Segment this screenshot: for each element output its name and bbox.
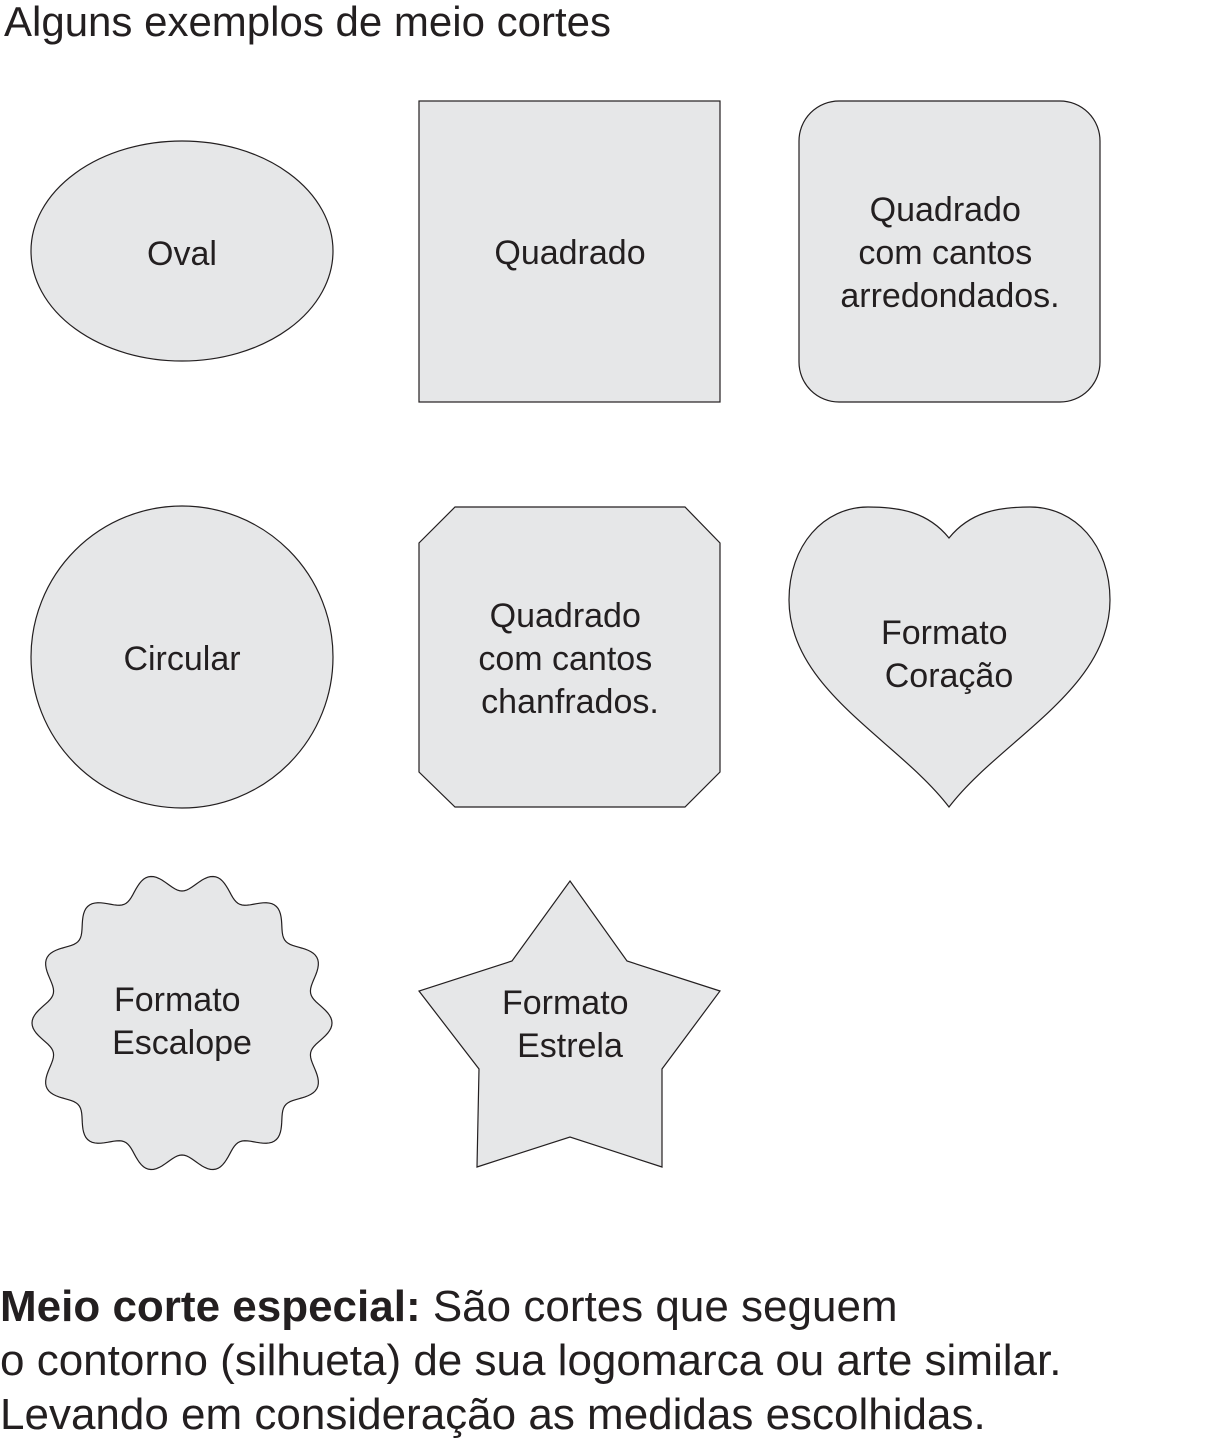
circle-label: Circular <box>123 640 240 678</box>
oval-label: Oval <box>147 235 217 273</box>
square-shape <box>418 100 721 403</box>
shape-circle: Circular <box>30 505 334 809</box>
rounded-square-label: Quadrado com cantos arredondados. <box>840 191 1059 315</box>
footer-description: Meio corte especial: São cortes que segu… <box>0 1280 1061 1442</box>
shape-rounded-square: Quadrado com cantos arredondados. <box>798 100 1101 403</box>
shape-square: Quadrado <box>418 100 721 403</box>
rounded-square-shape <box>798 100 1101 403</box>
star-label: Formato Estrela <box>502 984 638 1065</box>
shape-star: Formato Estrela <box>418 879 721 1168</box>
circle-shape <box>30 505 334 809</box>
footer-line-1: Meio corte especial: São cortes que segu… <box>0 1280 1061 1334</box>
heart-shape <box>788 506 1111 808</box>
square-label: Quadrado <box>494 234 645 272</box>
footer-line-1-rest: São cortes que seguem <box>420 1282 898 1331</box>
chamfered-square-shape <box>418 506 721 808</box>
shape-scallop: Formato Escalope <box>31 875 333 1171</box>
chamfered-square-label: Quadrado com cantos chanfrados. <box>478 597 661 721</box>
shape-oval: Oval <box>30 140 334 362</box>
star-shape <box>418 879 721 1168</box>
oval-shape <box>30 140 334 362</box>
shape-heart: Formato Coração <box>788 506 1111 808</box>
footer-bold-lead: Meio corte especial: <box>0 1282 421 1331</box>
scallop-shape <box>31 875 333 1171</box>
footer-line-3: Levando em consideração as medidas escol… <box>0 1390 986 1439</box>
scallop-label: Formato Escalope <box>112 981 252 1062</box>
footer-line-2: o contorno (silhueta) de sua logomarca o… <box>0 1336 1062 1385</box>
heart-label: Formato Coração <box>881 614 1017 695</box>
shape-chamfered-square: Quadrado com cantos chanfrados. <box>418 506 721 808</box>
page-title: Alguns exemplos de meio cortes <box>4 0 611 45</box>
